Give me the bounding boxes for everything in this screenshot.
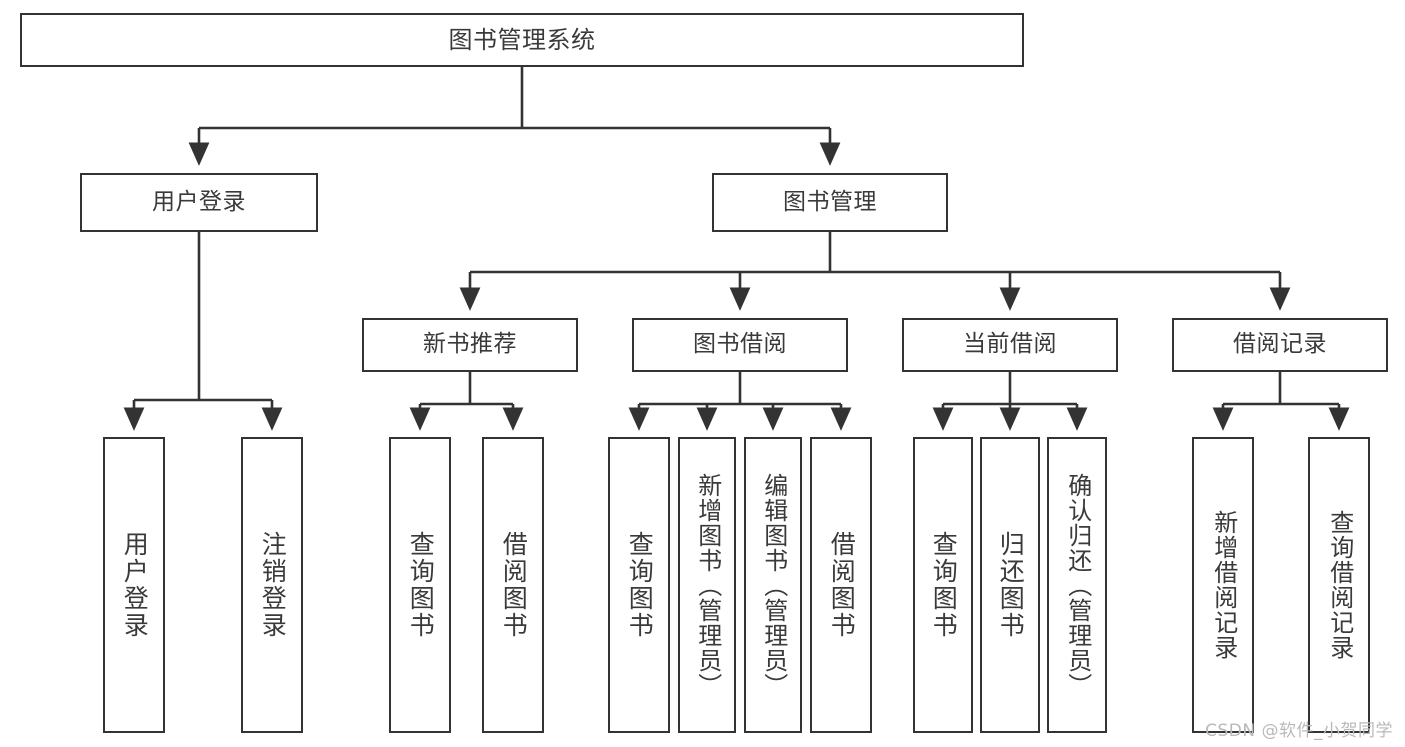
node-label: 用户登录 — [120, 531, 150, 639]
node-label: 新增图书（管理员） — [693, 472, 722, 698]
csdn-watermark: CSDN @软件_小贺同学 — [1205, 721, 1393, 741]
node-label: 借阅图书 — [827, 531, 857, 639]
node-label: 查询图书 — [929, 531, 959, 639]
node-leaf-edit-book-admin[interactable]: 编辑图书（管理员） — [744, 437, 802, 733]
node-user-login[interactable]: 用户登录 — [80, 173, 318, 232]
node-borrow-record[interactable]: 借阅记录 — [1172, 318, 1388, 372]
node-label: 新书推荐 — [423, 331, 517, 358]
node-book-manage[interactable]: 图书管理 — [712, 173, 948, 232]
node-leaf-add-borrow-record[interactable]: 新增借阅记录 — [1192, 437, 1254, 733]
node-label: 查询图书 — [625, 531, 655, 639]
node-leaf-query-borrow-record[interactable]: 查询借阅记录 — [1308, 437, 1370, 733]
node-leaf-user-logout[interactable]: 注销登录 — [241, 437, 303, 733]
node-label: 查询图书 — [406, 531, 436, 639]
node-leaf-borrow-book[interactable]: 借阅图书 — [810, 437, 872, 733]
node-leaf-borrow-book-recommend[interactable]: 借阅图书 — [482, 437, 544, 733]
node-label: 编辑图书（管理员） — [759, 472, 788, 698]
node-label: 用户登录 — [152, 188, 246, 215]
node-label: 借阅记录 — [1233, 331, 1327, 358]
node-label: 查询借阅记录 — [1325, 510, 1354, 660]
node-new-book-recommend[interactable]: 新书推荐 — [362, 318, 578, 372]
node-label: 图书借阅 — [693, 331, 787, 358]
node-leaf-confirm-return-admin[interactable]: 确认归还（管理员） — [1047, 437, 1107, 733]
node-book-borrow[interactable]: 图书借阅 — [632, 318, 848, 372]
node-label: 确认归还（管理员） — [1063, 472, 1092, 698]
node-leaf-add-book-admin[interactable]: 新增图书（管理员） — [678, 437, 736, 733]
node-label: 图书管理系统 — [448, 25, 596, 54]
node-label: 图书管理 — [783, 188, 877, 215]
node-label: 新增借阅记录 — [1209, 510, 1238, 660]
node-leaf-user-login[interactable]: 用户登录 — [103, 437, 165, 733]
node-label: 注销登录 — [258, 531, 288, 639]
node-label: 归还图书 — [996, 531, 1026, 639]
node-leaf-return-book[interactable]: 归还图书 — [980, 437, 1040, 733]
node-leaf-query-book-borrow[interactable]: 查询图书 — [608, 437, 670, 733]
node-leaf-query-book-recommend[interactable]: 查询图书 — [389, 437, 451, 733]
node-root-book-management-system[interactable]: 图书管理系统 — [20, 13, 1024, 67]
node-label: 当前借阅 — [963, 331, 1057, 358]
node-label: 借阅图书 — [499, 531, 529, 639]
node-current-borrow[interactable]: 当前借阅 — [902, 318, 1118, 372]
node-leaf-query-book-current[interactable]: 查询图书 — [913, 437, 973, 733]
